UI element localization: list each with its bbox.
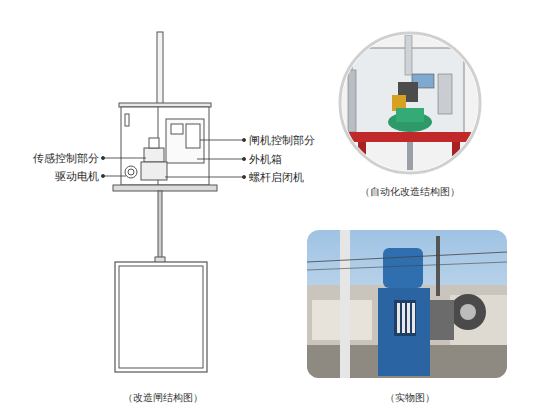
leader-lines bbox=[101, 138, 245, 178]
part-label: 驱动电机 bbox=[55, 170, 99, 183]
gate-drawing bbox=[113, 32, 217, 372]
part-label: 外机箱 bbox=[249, 153, 282, 166]
figure-caption: （改造闸结构图） bbox=[123, 391, 203, 404]
automation-rendering bbox=[340, 33, 480, 173]
photo bbox=[307, 230, 507, 378]
figure-caption: （实物图） bbox=[385, 391, 435, 404]
part-label: 闸机控制部分 bbox=[249, 134, 315, 147]
part-label: 螺杆启闭机 bbox=[249, 171, 304, 184]
part-label: 传感控制部分 bbox=[33, 152, 99, 165]
figure-caption: （自动化改造结构图） bbox=[360, 185, 460, 198]
